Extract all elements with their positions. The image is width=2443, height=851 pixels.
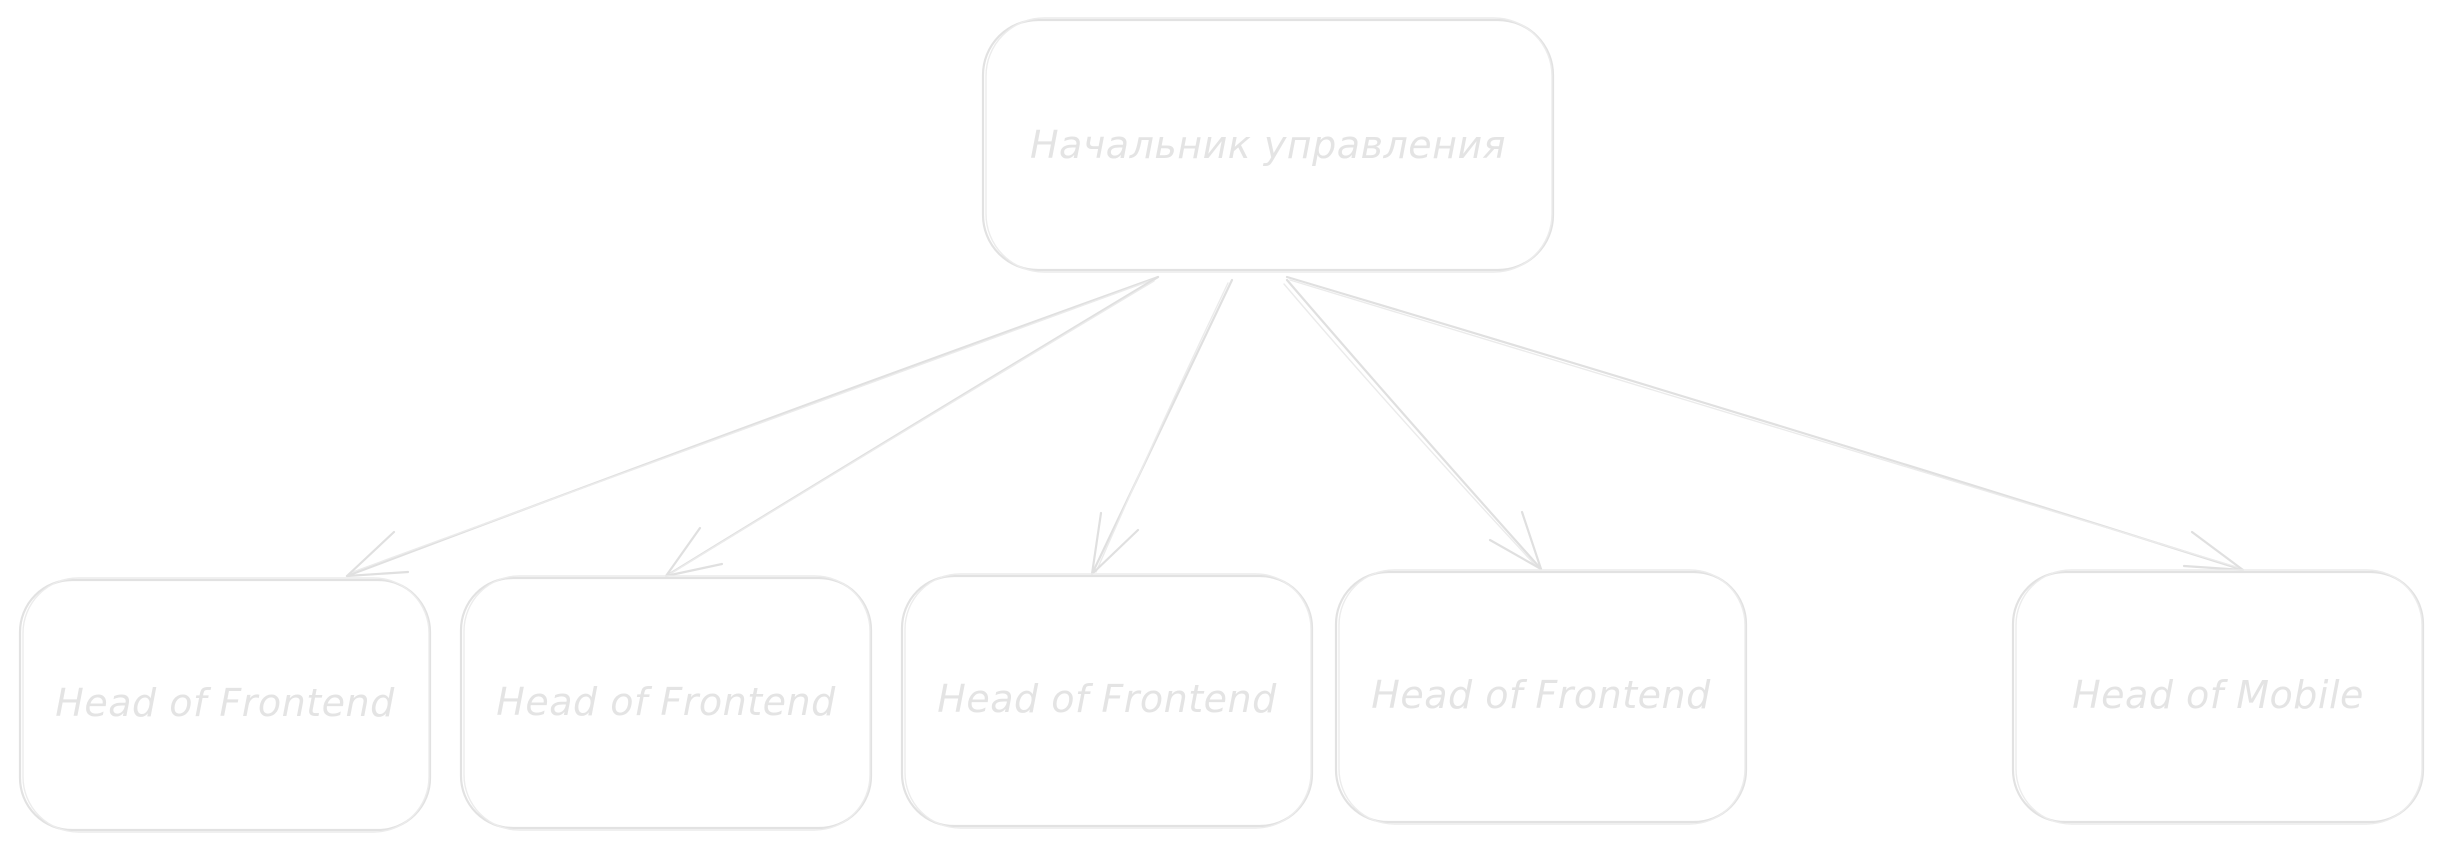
node-root[interactable]: Начальник управления xyxy=(981,17,1555,273)
edge-root-to-frontend-2 xyxy=(664,275,1160,578)
node-head-of-frontend-2[interactable]: Head of Frontend xyxy=(459,575,873,831)
node-head-of-frontend-1[interactable]: Head of Frontend xyxy=(18,577,432,833)
edges xyxy=(345,275,2245,578)
node-label: Head of Frontend xyxy=(1371,673,1711,717)
node-label: Head of Frontend xyxy=(937,677,1277,721)
node-label: Head of Frontend xyxy=(496,680,836,724)
node-head-of-frontend-4[interactable]: Head of Frontend xyxy=(1334,569,1748,825)
node-label: Head of Frontend xyxy=(55,681,395,725)
node-head-of-mobile[interactable]: Head of Mobile xyxy=(2011,569,2425,825)
edge-root-to-frontend-4 xyxy=(1283,278,1543,571)
node-label: Head of Mobile xyxy=(2072,673,2364,717)
edge-root-to-frontend-1 xyxy=(345,275,1160,578)
node-root-label: Начальник управления xyxy=(1030,123,1506,167)
edge-root-to-frontend-3 xyxy=(1090,278,1234,576)
node-head-of-frontend-3[interactable]: Head of Frontend xyxy=(900,573,1314,829)
edge-root-to-mobile xyxy=(1285,275,2245,572)
